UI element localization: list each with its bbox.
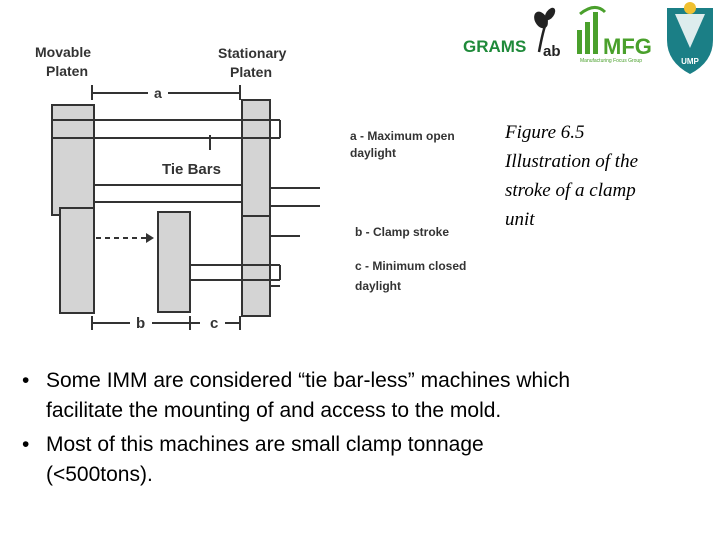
ump-shield-logo: UMP bbox=[667, 2, 713, 74]
mfg-tagline: Manufacturing Focus Group bbox=[580, 58, 642, 64]
bullet-item: • Some IMM are considered “tie bar-less”… bbox=[22, 366, 712, 426]
legend-c-line1: c - Minimum closed bbox=[355, 259, 466, 273]
dimension-a-label: a bbox=[154, 85, 162, 101]
caption-line-4: unit bbox=[505, 209, 535, 230]
bullet-1-line-1: Some IMM are considered “tie bar-less” m… bbox=[46, 369, 571, 392]
grams-lab-text: GRAMS bbox=[463, 37, 526, 56]
caption-line-1: Figure 6.5 bbox=[505, 122, 585, 143]
legend-a-line1: a - Maximum open bbox=[350, 129, 455, 143]
ump-text: UMP bbox=[681, 57, 699, 66]
grams-lab-logo: GRAMS ab bbox=[463, 7, 561, 60]
bullet-list: • Some IMM are considered “tie bar-less”… bbox=[22, 366, 712, 494]
legend-c-line2: daylight bbox=[355, 279, 401, 293]
caption-line-2: Illustration of the bbox=[505, 151, 638, 172]
legend-b: b - Clamp stroke bbox=[355, 225, 449, 239]
mfg-logo: MFG Manufacturing Focus Group bbox=[577, 6, 652, 64]
movable-platen-label-1: Movable bbox=[35, 44, 91, 60]
dimension-c-label: c bbox=[210, 315, 218, 332]
bullet-dot-icon: • bbox=[22, 369, 30, 392]
mfg-text: MFG bbox=[603, 34, 652, 59]
grams-lab-suffix: ab bbox=[543, 43, 561, 60]
stationary-platen-label-1: Stationary bbox=[218, 45, 287, 61]
stationary-platen-upper bbox=[241, 99, 271, 221]
clamp-unit-diagram: Movable Platen Stationary Platen a Tie B… bbox=[35, 44, 466, 332]
bullet-2-line-1: Most of this machines are small clamp to… bbox=[46, 433, 484, 456]
mold-half-lower bbox=[157, 211, 191, 313]
bullet-item: • Most of this machines are small clamp … bbox=[22, 430, 712, 490]
logo-strip: GRAMS ab MFG Manufacturing Focus Group U… bbox=[463, 2, 713, 74]
dimension-a bbox=[91, 85, 241, 100]
tie-bars-upper bbox=[52, 119, 320, 207]
movable-platen-lower bbox=[59, 207, 95, 314]
dimension-b-c bbox=[91, 316, 241, 330]
caption-line-3: stroke of a clamp bbox=[505, 180, 636, 201]
stationary-platen-label-2: Platen bbox=[230, 64, 272, 80]
legend-a-line2: daylight bbox=[350, 146, 396, 160]
dimension-b-label: b bbox=[136, 315, 145, 332]
movable-platen-upper bbox=[51, 104, 95, 216]
tie-bars-lower bbox=[190, 235, 300, 287]
figure-caption: Figure 6.5 Illustration of the stroke of… bbox=[505, 118, 705, 234]
bullet-1-line-2: facilitate the mounting of and access to… bbox=[46, 399, 502, 422]
bullet-2-line-2: (<500tons). bbox=[46, 463, 153, 486]
movable-platen-label-2: Platen bbox=[46, 63, 88, 79]
bullet-dot-icon: • bbox=[22, 433, 30, 456]
tie-bars-label: Tie Bars bbox=[162, 161, 221, 178]
